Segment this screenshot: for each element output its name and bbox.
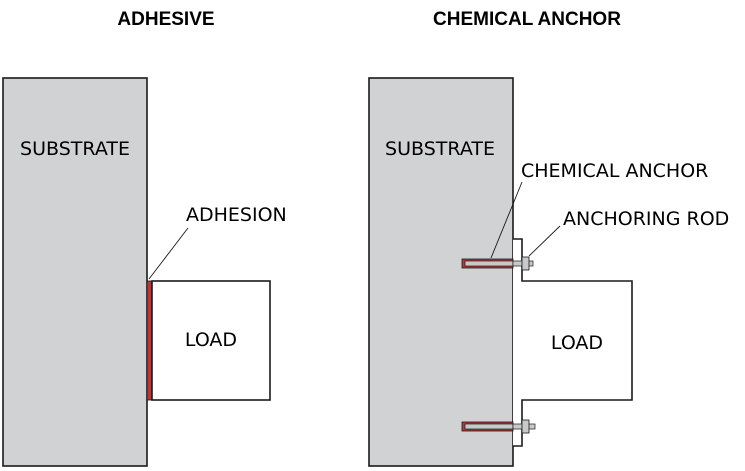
chemical-anchor-title: CHEMICAL ANCHOR: [433, 9, 621, 30]
adhesive-panel: ADHESIVE SUBSTRATE LOAD ADHESION: [2, 9, 287, 467]
load-block-left: [151, 280, 271, 401]
chemical-anchor-leader-line: [490, 181, 523, 259]
anchor-nut-top: [521, 256, 530, 271]
adhesive-title: ADHESIVE: [117, 9, 214, 30]
substrate-block-right: [368, 77, 514, 467]
chemical-anchor-label: CHEMICAL ANCHOR: [521, 160, 708, 182]
chemical-anchor-panel: CHEMICAL ANCHOR SUBSTRATE LOAD CHEMICAL …: [368, 9, 729, 467]
load-label-left: LOAD: [185, 329, 237, 351]
adhesion-label: ADHESION: [186, 204, 287, 226]
substrate-block-left: [2, 77, 148, 467]
adhesion-leader-line: [148, 227, 189, 280]
anchor-nut-bottom: [521, 419, 530, 434]
substrate-label-right: SUBSTRATE: [385, 138, 495, 160]
anchoring-rod-leader-line: [528, 225, 561, 257]
load-label-right: LOAD: [551, 332, 603, 354]
load-block-right: [513, 238, 633, 447]
substrate-label-left: SUBSTRATE: [20, 138, 130, 160]
bottom-anchor-assembly: [461, 419, 536, 434]
anchoring-rod-top-embedded: [464, 260, 514, 267]
anchoring-rod-label: ANCHORING ROD: [563, 208, 729, 230]
anchoring-rod-bottom-embedded: [464, 423, 514, 430]
top-anchor-assembly: [461, 256, 534, 271]
